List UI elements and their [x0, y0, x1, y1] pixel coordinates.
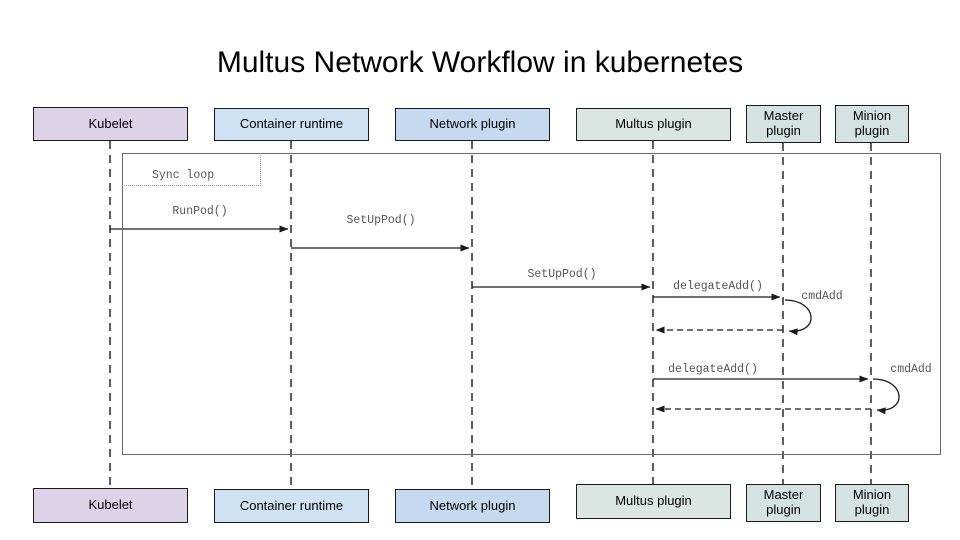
actor-label-multus-top: Multus plugin — [615, 116, 692, 132]
actor-box-netplugin-top[interactable]: Network plugin — [395, 108, 550, 141]
lifeline-group — [109, 141, 872, 488]
actor-label-minion-bottom: Minion plugin — [852, 487, 892, 517]
actor-box-master-bottom[interactable]: Master plugin — [746, 484, 821, 522]
message-arrow-group — [110, 225, 900, 415]
actor-box-multus-bottom[interactable]: Multus plugin — [576, 484, 731, 519]
interaction-frame — [122, 153, 941, 455]
message-label-delegateadd-1: delegateAdd() — [673, 280, 763, 293]
actor-label-minion-top-line1: Minion plugin — [852, 108, 892, 138]
actor-label-netplugin-top: Network plugin — [429, 116, 516, 132]
actor-box-runtime-bottom[interactable]: Container runtime — [214, 489, 369, 523]
actor-label-multus-bottom: Multus plugin — [615, 493, 692, 509]
actor-box-kubelet-bottom[interactable]: Kubelet — [33, 488, 188, 523]
actor-box-minion-top[interactable]: Minion plugin — [835, 105, 909, 143]
actor-box-netplugin-bottom[interactable]: Network plugin — [395, 489, 550, 523]
actor-box-kubelet-top[interactable]: Kubelet — [33, 107, 188, 141]
message-label-cmdadd-2: cmdAdd — [890, 363, 932, 376]
actor-label-master-bottom: Master plugin — [763, 487, 804, 517]
actor-box-minion-bottom[interactable]: Minion plugin — [835, 484, 909, 522]
actor-label-runtime-top: Container runtime — [239, 116, 344, 132]
message-label-setuppod-2: SetUpPod() — [527, 268, 597, 281]
actor-label-runtime-bottom: Container runtime — [239, 497, 344, 513]
actor-box-multus-top[interactable]: Multus plugin — [576, 108, 731, 141]
message-label-setuppod-1: SetUpPod() — [346, 214, 416, 227]
message-label-delegateadd-2: delegateAdd() — [668, 363, 758, 376]
actor-box-runtime-top[interactable]: Container runtime — [214, 108, 369, 141]
message-label-runpod: RunPod() — [172, 205, 228, 218]
actor-label-master-top-line1: Master plugin — [763, 108, 804, 138]
message-arrow-cmdadd-2 — [872, 378, 900, 415]
actor-label-netplugin-bottom: Network plugin — [429, 497, 516, 513]
sync-loop-fragment — [122, 153, 261, 186]
page-title: Multus Network Workflow in kubernetes — [216, 46, 744, 79]
actor-box-master-top[interactable]: Master plugin — [746, 105, 821, 143]
message-arrow-cmdadd-1 — [784, 299, 812, 336]
actor-label-kubelet-top: Kubelet — [88, 115, 133, 131]
message-label-cmdadd-1: cmdAdd — [801, 290, 843, 303]
sync-loop-label: Sync loop — [152, 169, 215, 182]
actor-label-kubelet-bottom: Kubelet — [88, 497, 133, 513]
